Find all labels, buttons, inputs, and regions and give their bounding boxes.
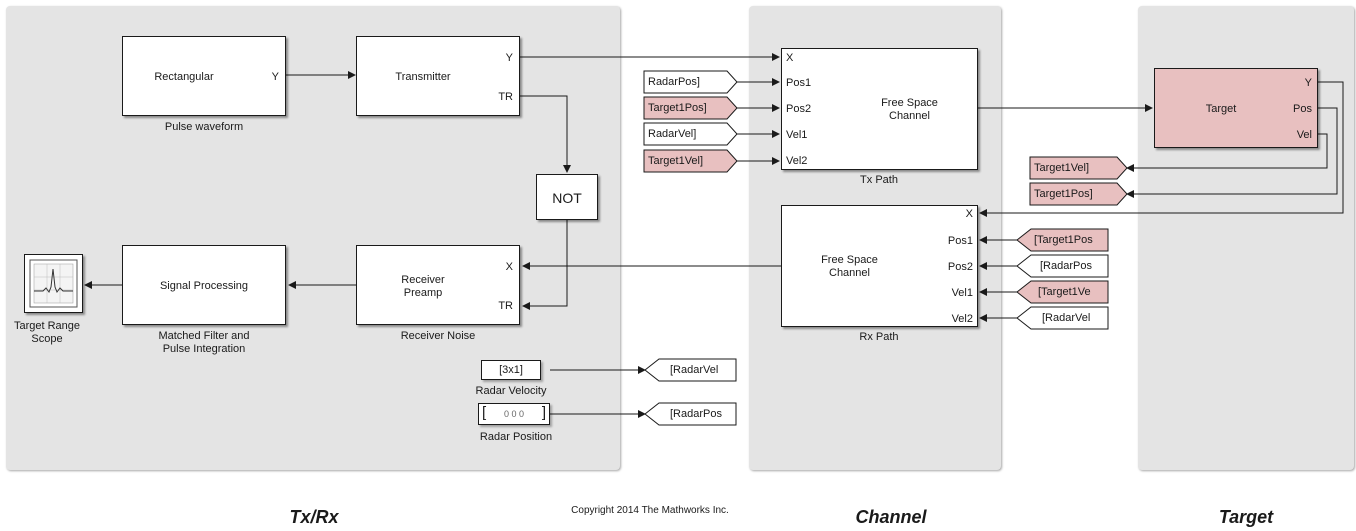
scope-icon: [29, 259, 78, 308]
tx-path-label-1: Free Space: [881, 97, 938, 109]
rx-path-port-pos2: Pos2: [947, 261, 973, 273]
from-tag-target1vel[interactable]: Target1Vel]: [648, 155, 704, 167]
radar-position-caption: Radar Position: [479, 431, 553, 443]
radar-velocity-caption: Radar Velocity: [475, 385, 547, 397]
tx-path-label-2: Channel: [889, 110, 930, 122]
goto-tag-radarpos[interactable]: [RadarPos: [670, 408, 722, 420]
transmitter-port-tr: TR: [498, 91, 513, 103]
goto-tag-radarvel[interactable]: [RadarVel: [670, 364, 719, 376]
goto-tag-target1vel[interactable]: Target1Vel]: [1034, 162, 1090, 174]
tx-path-port-x: X: [786, 52, 794, 64]
rectangular-label: Rectangular: [154, 71, 214, 83]
not-block[interactable]: NOT: [536, 174, 598, 220]
rx-path-port-vel1: Vel1: [951, 287, 973, 299]
txrx-title: Tx/Rx: [289, 507, 339, 527]
from-tag-radarpos[interactable]: RadarPos]: [648, 76, 700, 88]
rectangular-port-y: Y: [271, 71, 279, 83]
rx-from-tag-radarvel[interactable]: [RadarVel: [1042, 312, 1091, 324]
transmitter-block[interactable]: Transmitter Y TR: [356, 36, 520, 116]
target-block[interactable]: Target Y Pos Vel: [1154, 68, 1318, 148]
receiver-label-2: Preamp: [403, 287, 443, 299]
rx-path-caption: Rx Path: [859, 331, 899, 343]
tx-path-port-pos1: Pos1: [786, 77, 812, 89]
channel-title: Channel: [855, 507, 927, 527]
rx-path-port-vel2: Vel2: [951, 313, 973, 325]
rx-path-label-2: Channel: [829, 267, 870, 279]
scope-caption-2: Scope: [31, 333, 63, 345]
tx-path-port-pos2: Pos2: [786, 103, 812, 115]
from-tag-radarvel[interactable]: RadarVel]: [648, 128, 697, 140]
from-tag-target1pos[interactable]: Target1Pos]: [648, 102, 707, 114]
tx-path-caption: Tx Path: [860, 174, 898, 186]
target-port-vel: Vel: [1296, 129, 1312, 141]
rx-from-tag-target1pos[interactable]: [Target1Pos: [1034, 234, 1093, 246]
goto-tag-target1pos[interactable]: Target1Pos]: [1034, 188, 1093, 200]
scope-block[interactable]: [24, 254, 83, 313]
rectangular-block[interactable]: Rectangular Y: [122, 36, 286, 116]
radar-position-constant[interactable]: [ 0 0 0 ]: [478, 403, 550, 425]
scope-caption-1: Target Range: [13, 320, 81, 332]
copyright-text: Copyright 2014 The Mathworks Inc.: [571, 505, 729, 516]
target-title: Target: [1218, 507, 1274, 527]
target-port-pos: Pos: [1293, 103, 1312, 115]
target-label: Target: [1205, 103, 1237, 115]
rx-path-block[interactable]: Free Space Channel X Pos1 Pos2 Vel1 Vel2: [781, 205, 978, 327]
radar-velocity-value: [3x1]: [499, 364, 523, 376]
rx-from-tag-radarpos[interactable]: [RadarPos: [1040, 260, 1092, 272]
radar-position-value: 0 0 0: [503, 409, 525, 419]
not-label: NOT: [552, 190, 582, 206]
matched-filter-caption-2: Pulse Integration: [162, 343, 246, 355]
signal-processing-label: Signal Processing: [159, 280, 249, 292]
receiver-port-x: X: [505, 261, 513, 273]
rx-from-tag-target1vel[interactable]: [Target1Ve: [1038, 286, 1091, 298]
rx-path-label-1: Free Space: [821, 254, 878, 266]
transmitter-label: Transmitter: [395, 71, 451, 83]
receiver-noise-caption: Receiver Noise: [400, 330, 476, 342]
transmitter-port-y: Y: [505, 52, 513, 64]
target-port-y: Y: [1304, 77, 1312, 89]
receiver-label-1: Receiver: [401, 274, 445, 286]
radar-velocity-constant[interactable]: [3x1]: [481, 360, 541, 380]
tx-path-port-vel1: Vel1: [786, 129, 808, 141]
rx-path-port-pos1: Pos1: [947, 235, 973, 247]
pulse-waveform-caption: Pulse waveform: [164, 121, 244, 133]
receiver-port-tr: TR: [498, 300, 513, 312]
receiver-block[interactable]: Receiver Preamp X TR: [356, 245, 520, 325]
signal-processing-block[interactable]: Signal Processing: [122, 245, 286, 325]
rx-path-port-x: X: [965, 208, 973, 220]
tx-path-port-vel2: Vel2: [786, 155, 808, 167]
tx-path-block[interactable]: Free Space Channel X Pos1 Pos2 Vel1 Vel2: [781, 48, 978, 170]
matched-filter-caption-1: Matched Filter and: [158, 330, 250, 342]
